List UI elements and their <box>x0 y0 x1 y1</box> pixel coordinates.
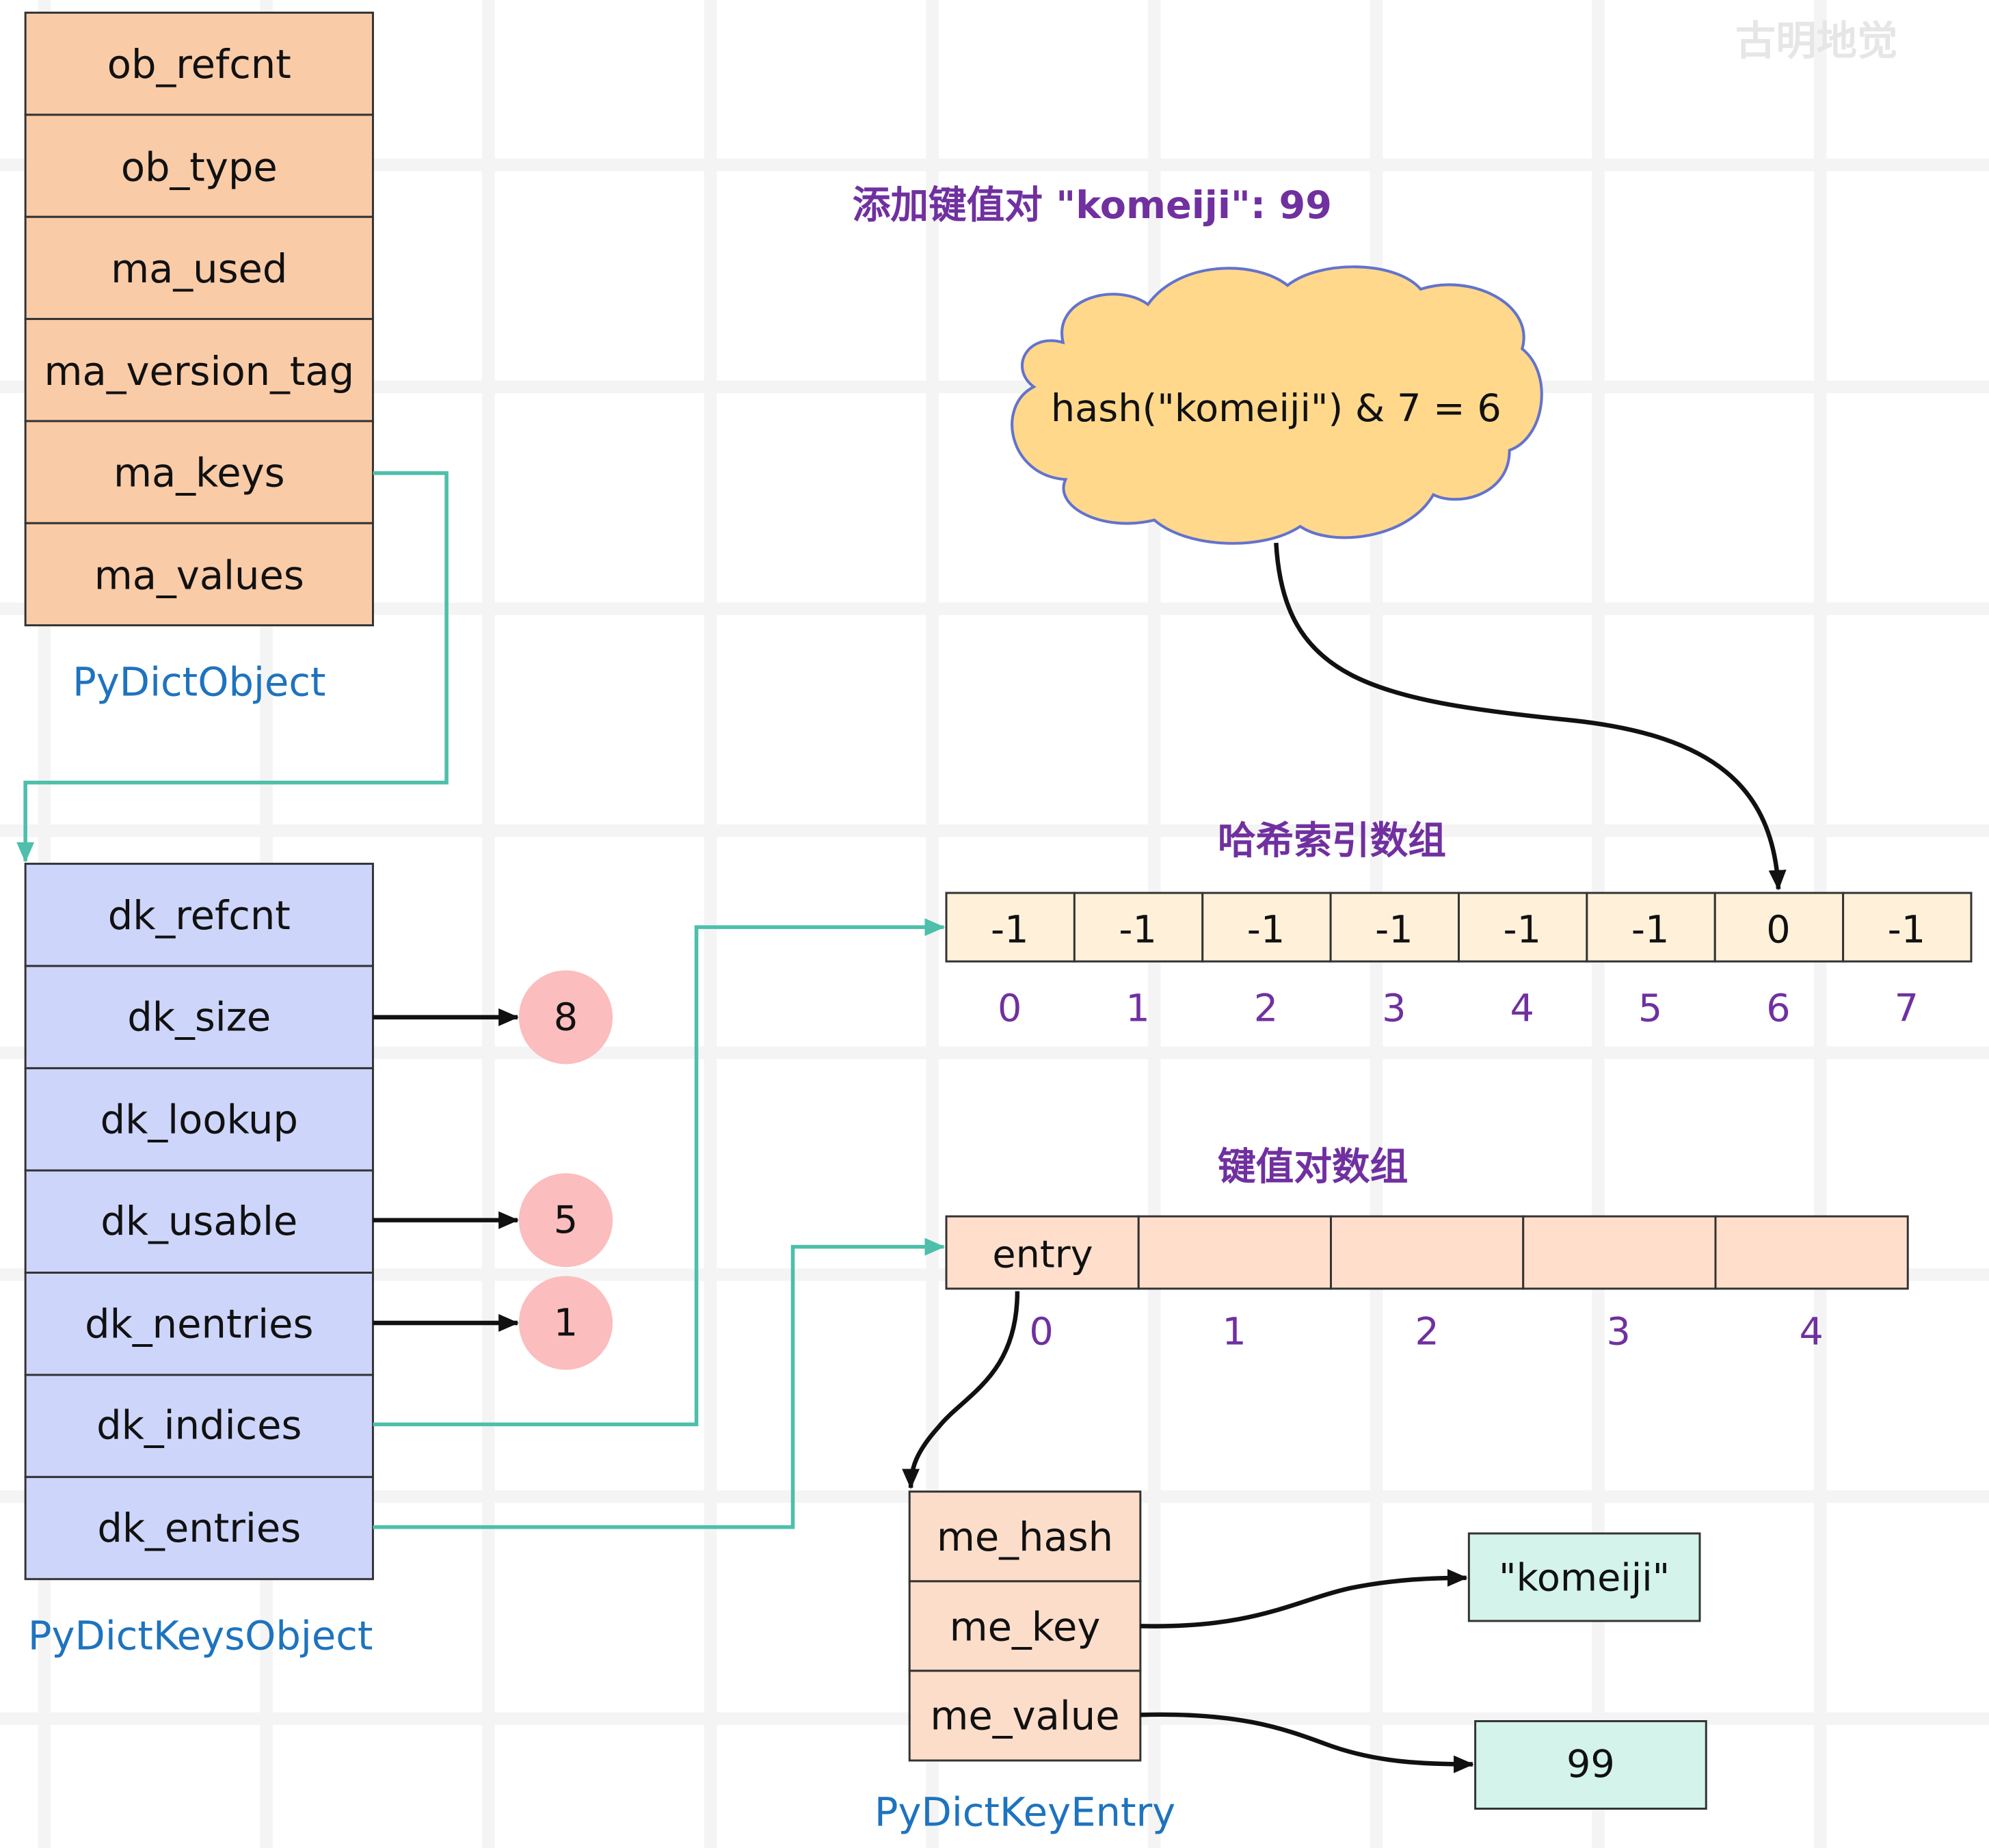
field-label-ob-refcnt: ob_refcnt <box>107 42 291 88</box>
field-label-dk-nentries: dk_nentries <box>85 1301 313 1347</box>
entry-pointer-arrow <box>902 1291 1020 1489</box>
entry-position-1: 1 <box>1222 1309 1246 1354</box>
field-cell-me-key <box>908 1580 1142 1672</box>
index-cell-2 <box>1201 892 1332 963</box>
index-cell-5 <box>1586 892 1716 963</box>
field-label-ob-type: ob_type <box>121 144 278 190</box>
dk-size-value-badge <box>518 970 613 1064</box>
field-cell-ma-values <box>24 522 374 627</box>
field-label-me-hash: me_hash <box>937 1514 1113 1560</box>
dk-usable-value: 5 <box>554 1198 578 1242</box>
hash-cloud <box>1011 265 1543 545</box>
entry-position-4: 4 <box>1800 1309 1824 1354</box>
pydictkeysobject-label: PyDictKeysObject <box>28 1613 373 1659</box>
dk-usable-value-badge <box>518 1173 613 1268</box>
field-cell-dk-refcnt <box>24 862 374 967</box>
field-label-ma-keys: ma_keys <box>114 450 285 496</box>
index-cell-1 <box>1073 892 1204 963</box>
index-position-2: 2 <box>1254 986 1278 1030</box>
dk-indices-pointer-arrow <box>373 918 946 1427</box>
field-cell-dk-entries <box>24 1475 374 1581</box>
me-key-arrow <box>1140 1568 1468 1629</box>
index-position-1: 1 <box>1125 986 1149 1030</box>
index-value-3: -1 <box>1375 907 1413 952</box>
key-object-value: "komeiji" <box>1499 1555 1670 1600</box>
field-label-me-key: me_key <box>950 1605 1101 1650</box>
index-value-1: -1 <box>1119 907 1156 952</box>
index-value-2: -1 <box>1247 907 1285 952</box>
hash-result-arrow <box>1274 542 1787 891</box>
key-object-box <box>1467 1532 1701 1622</box>
index-cell-7 <box>1842 892 1973 963</box>
field-cell-dk-nentries <box>24 1272 374 1376</box>
indices-array: -1 -1 -1 -1 -1 -1 0 -1 0 1 2 3 4 5 6 7 <box>945 892 1973 1030</box>
dk-entries-pointer-arrow <box>373 1237 946 1529</box>
field-cell-ma-used <box>24 215 374 321</box>
dk-nentries-value: 1 <box>554 1300 578 1345</box>
index-position-3: 3 <box>1382 986 1406 1030</box>
field-label-ma-version-tag: ma_version_tag <box>44 349 354 394</box>
field-label-dk-indices: dk_indices <box>96 1403 302 1449</box>
index-cell-6 <box>1713 892 1845 963</box>
pydictobject-box: ob_refcnt ob_type ma_used ma_version_tag… <box>24 12 374 627</box>
index-value-0: -1 <box>991 907 1028 952</box>
me-value-arrow <box>1140 1712 1474 1773</box>
field-label-ma-values: ma_values <box>94 553 304 599</box>
indices-array-title: 哈希索引数组 <box>1218 818 1446 863</box>
entry-cell-2 <box>1330 1215 1525 1290</box>
field-cell-dk-indices <box>24 1374 374 1478</box>
entry-position-0: 0 <box>1029 1309 1053 1354</box>
field-label-dk-usable: dk_usable <box>101 1198 297 1244</box>
field-label-dk-entries: dk_entries <box>97 1505 301 1551</box>
index-value-7: -1 <box>1888 907 1925 952</box>
operation-title: 添加键值对 "komeiji": 99 <box>853 183 1332 228</box>
value-object-value: 99 <box>1566 1742 1615 1786</box>
entries-array: entry 0 1 2 3 4 <box>945 1215 1909 1354</box>
entry-position-3: 3 <box>1607 1309 1631 1354</box>
index-value-5: -1 <box>1631 907 1669 952</box>
field-cell-me-value <box>908 1670 1142 1762</box>
field-cell-dk-usable <box>24 1169 374 1274</box>
value-object-box <box>1474 1719 1707 1810</box>
index-cell-3 <box>1329 892 1460 963</box>
field-label-dk-lookup: dk_lookup <box>101 1097 298 1143</box>
pydictkeysobject-box: dk_refcnt dk_size dk_lookup dk_usable dk… <box>24 862 374 1581</box>
field-label-dk-size: dk_size <box>127 994 271 1040</box>
field-cell-ob-refcnt <box>24 12 374 116</box>
field-label-ma-used: ma_used <box>111 246 287 292</box>
field-cell-dk-lookup <box>24 1067 374 1172</box>
ma-keys-pointer-arrow <box>16 471 449 863</box>
index-position-7: 7 <box>1895 986 1919 1030</box>
field-label-dk-refcnt: dk_refcnt <box>108 893 291 939</box>
field-label-me-value: me_value <box>930 1693 1119 1739</box>
index-position-6: 6 <box>1766 986 1790 1030</box>
index-value-4: -1 <box>1504 907 1541 952</box>
entries-array-title: 键值对数组 <box>1218 1144 1408 1189</box>
entry-cell-3 <box>1522 1215 1717 1290</box>
entry-cell-1 <box>1137 1215 1332 1290</box>
pydictkeyentry-label: PyDictKeyEntry <box>875 1790 1175 1836</box>
index-position-0: 0 <box>998 986 1022 1030</box>
entry-cell-4 <box>1714 1215 1909 1290</box>
index-value-6: 0 <box>1766 907 1790 952</box>
index-cell-0 <box>945 892 1076 963</box>
dk-size-value: 8 <box>554 995 578 1039</box>
field-cell-ob-type <box>24 113 374 218</box>
dk-nentries-value-badge <box>518 1276 613 1370</box>
index-position-4: 4 <box>1510 986 1534 1030</box>
hash-expression: hash("komeiji") & 7 = 6 <box>1051 386 1501 431</box>
watermark: 古明地觉 <box>1735 17 1897 64</box>
entry-cell-0-label: entry <box>992 1232 1093 1276</box>
pydictobject-label: PyDictObject <box>72 660 325 706</box>
field-cell-me-hash <box>908 1490 1142 1583</box>
index-position-5: 5 <box>1638 986 1662 1030</box>
pydictkeyentry-box: me_hash me_key me_value <box>908 1490 1142 1762</box>
entry-cell-0 <box>945 1215 1140 1290</box>
entry-position-2: 2 <box>1415 1309 1439 1354</box>
